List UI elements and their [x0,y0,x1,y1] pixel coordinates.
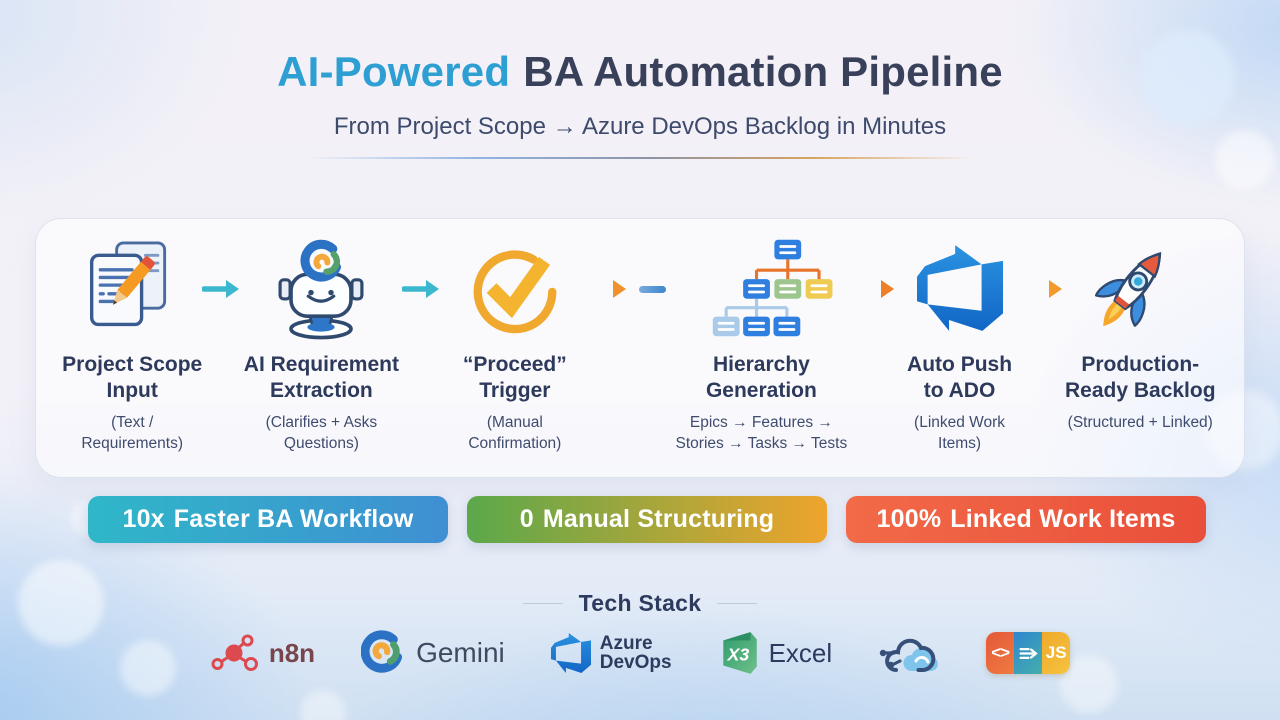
tech-stack-heading: Tech Stack [0,590,1280,617]
azure-devops-icon [916,235,1003,340]
step-title: AI Requirement Extraction [243,353,399,402]
logo-label-line1: Azure [599,633,653,654]
check-circle-icon [466,235,564,340]
logo-label: Gemini [416,637,505,668]
flow-arrow-5 [1024,276,1063,302]
step-subtitle: (Manual Confirmation) [468,414,562,453]
step-title: Production- Ready Backlog [1064,353,1216,402]
n8n-icon [211,634,258,671]
logo-label: Excel [768,637,833,668]
badge-label: Linked Work Items [950,505,1176,533]
hierarchy-chart-icon [685,235,837,340]
code-brackets-icon: <> [986,632,1015,674]
blue-dash [639,285,667,293]
metric-badges: 10x Faster BA Workflow 0 Manual Structur… [88,496,1206,543]
badge-value: 10x [122,505,165,533]
flow-arrow-2 [402,276,440,302]
pipeline-step-backlog: Production- Ready Backlog (Structured + … [1063,235,1218,434]
arrow-right-icon [589,280,627,298]
title-accent: AI-Powered [277,48,511,95]
badge-faster-workflow: 10x Faster BA Workflow [88,496,448,543]
step-title: Auto Push to ADO [907,353,1013,402]
logo-label: n8n [268,637,316,668]
badge-linked-items: 100% Linked Work Items [846,496,1206,543]
header: AI-Powered BA Automation Pipeline From Pr… [0,0,1280,159]
step-subtitle: (Linked Work Items) [914,414,1006,453]
badge-manual-structuring: 0 Manual Structuring [467,496,827,543]
step-subtitle: Epics → Features → Stories → Tasks → Tes… [675,414,848,453]
gemini-icon [361,630,403,673]
logo-cloud-api [878,628,940,678]
arrow-right-icon [402,280,440,298]
tech-stack-logos: n8n Gemini Azure DevOps X3 [0,628,1280,678]
arrow-right-icon [202,280,240,298]
step-title: Hierarchy Generation [705,353,817,402]
arrow-right-icon [856,280,894,298]
pipeline-arrow-icon [1014,632,1043,674]
svg-text:X3: X3 [726,644,749,664]
logo-n8n: n8n [210,631,315,675]
flow-arrow-1 [202,276,240,302]
logo-azure-devops: Azure DevOps [550,633,672,673]
badge-label: Manual Structuring [542,505,775,533]
pipeline-card: Project Scope Input (Text / Requirements… [35,218,1245,478]
flow-arrow-3 [589,276,667,302]
gradient-divider [305,157,975,159]
js-label: JS [1042,632,1071,674]
badge-value: 0 [519,505,534,533]
pipeline-step-hierarchy: Hierarchy Generation Epics → Features → … [666,235,856,455]
excel-icon: X3 [722,632,757,674]
cloud-api-icon [879,638,938,672]
page-subtitle: From Project Scope → Azure DevOps Backlo… [333,113,947,140]
step-title: “Proceed” Trigger [462,353,567,402]
ai-robot-icon [271,235,371,340]
logo-label: Azure DevOps [600,634,672,672]
arrow-right-icon [1024,280,1062,298]
flow-arrow-4 [856,276,895,302]
tech-stack-title: Tech Stack [578,590,702,616]
azure-devops-icon [550,633,591,673]
pipeline-step-proceed-trigger: “Proceed” Trigger (Manual Confirmation) [440,235,589,455]
rocket-icon [1088,235,1192,340]
pipeline-step-ai-extraction: AI Requirement Extraction (Clarifies + A… [240,235,402,455]
pipeline-step-project-scope: Project Scope Input (Text / Requirements… [62,235,202,455]
title-rest: BA Automation Pipeline [523,48,1003,95]
heading-line [717,603,758,604]
badge-label: Faster BA Workflow [173,505,414,533]
js-badge-icon: <> JS [986,632,1071,674]
logo-excel: X3 Excel [718,630,833,676]
heading-line [522,603,563,604]
step-subtitle: (Text / Requirements) [81,414,184,453]
step-subtitle: (Clarifies + Asks Questions) [265,414,378,453]
documents-pencil-icon [84,235,180,340]
step-subtitle: (Structured + Linked) [1067,414,1213,432]
page-title: AI-Powered BA Automation Pipeline [0,48,1280,96]
pipeline-step-auto-push-ado: Auto Push to ADO (Linked Work Items) [895,235,1025,455]
bokeh-circle [300,690,346,720]
step-title: Project Scope Input [62,353,203,402]
badge-value: 100% [876,505,942,533]
logo-gemini: Gemini [361,630,505,676]
logo-label-line2: DevOps [599,652,672,673]
